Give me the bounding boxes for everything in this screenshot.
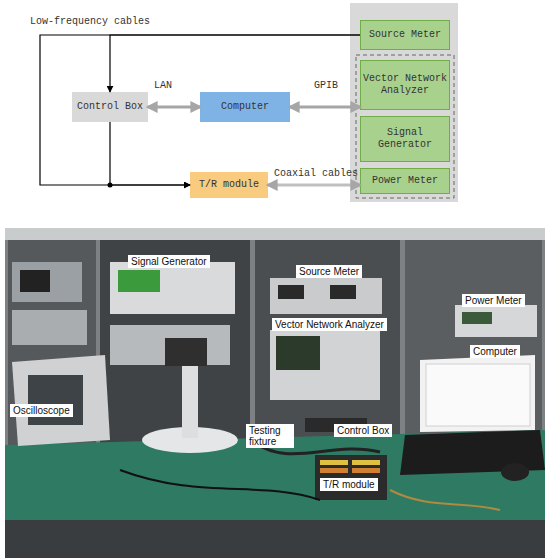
instrument-box: Source Meter (360, 20, 450, 50)
connector (148, 106, 200, 109)
node-text: Vector Network Analyzer (361, 73, 449, 97)
callout-label: Power Meter (462, 294, 525, 307)
instrument-panel (350, 3, 458, 202)
callout-label: Control Box (334, 424, 392, 437)
node-text: Power Meter (372, 175, 438, 187)
callout-label: Computer (470, 345, 520, 358)
computer-box: Computer (200, 92, 290, 122)
edge-label: Coaxial cables (274, 168, 358, 180)
callout-label: T/R module (320, 478, 378, 491)
node-text: T/R module (199, 179, 259, 191)
node-text: Control Box (77, 101, 143, 113)
lab-photo (5, 228, 545, 558)
callout-label: Source Meter (296, 265, 362, 278)
control-box: Control Box (72, 92, 148, 122)
callout-label: Signal Generator (128, 255, 210, 268)
node-text: Signal Generator (361, 127, 449, 151)
edge-label: GPIB (314, 80, 338, 92)
edge-label: LAN (154, 80, 172, 92)
callout-label: Vector Network Analyzer (272, 318, 387, 331)
module-box: T/R module (190, 172, 268, 198)
edge-label: Low-frequency cables (30, 16, 150, 28)
node-text: Source Meter (369, 29, 441, 41)
callout-label: Testing fixture (246, 424, 294, 448)
dashed-group (356, 55, 454, 198)
instrument-box: Signal Generator (360, 116, 450, 162)
connector (268, 184, 360, 187)
connector (40, 35, 360, 185)
instrument-box: Power Meter (360, 168, 450, 194)
connector (290, 106, 360, 109)
instrument-box: Vector Network Analyzer (360, 60, 450, 110)
connector (110, 122, 190, 185)
junction-dot (108, 183, 113, 188)
connector (110, 35, 360, 92)
callout-label: Oscilloscope (10, 404, 73, 417)
node-text: Computer (221, 101, 269, 113)
